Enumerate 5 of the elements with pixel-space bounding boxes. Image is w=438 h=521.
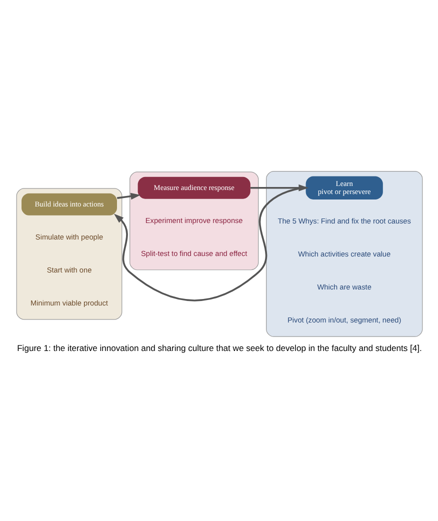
cluster (266, 170, 422, 336)
arrow (116, 192, 140, 200)
cluster (16, 188, 122, 320)
caption: Figure 1: the iterative innovation and sharing culture that we seek to develop in the faculty and students [4]. (16, 342, 422, 352)
arrow (113, 186, 306, 301)
